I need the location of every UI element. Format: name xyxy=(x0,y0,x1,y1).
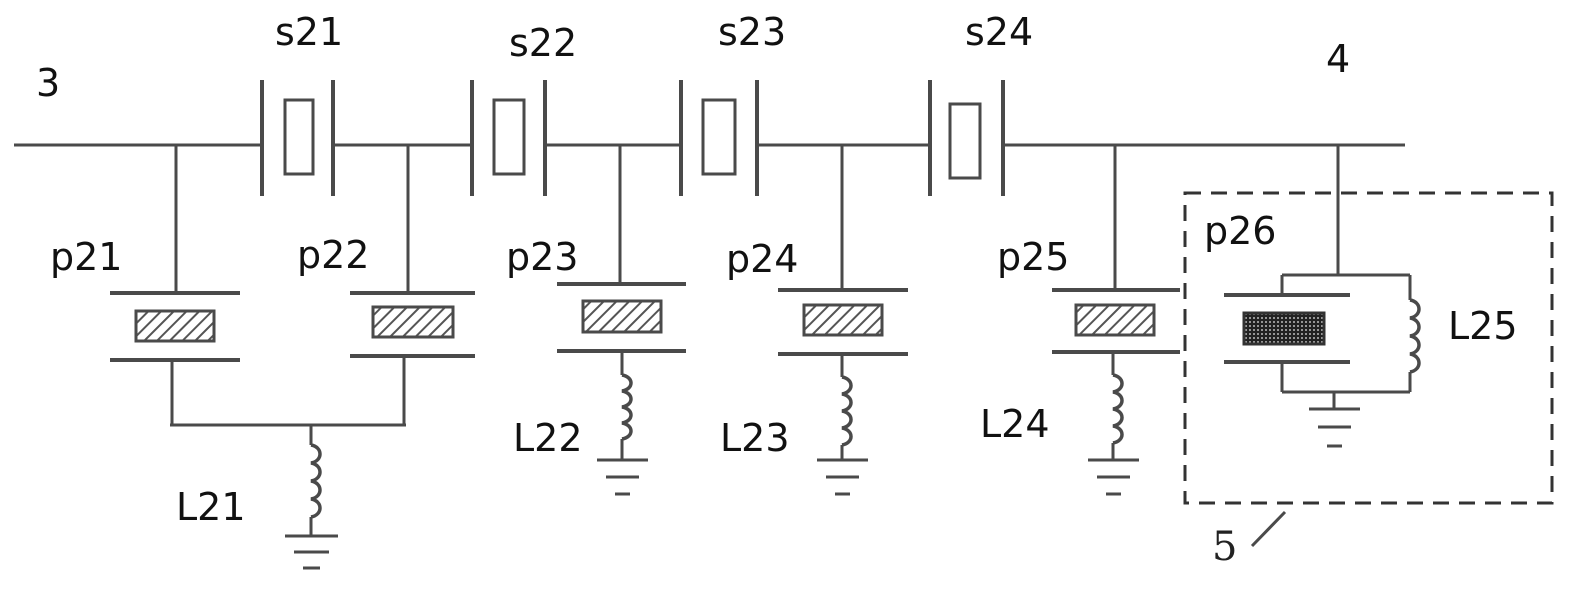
label-p24: p24 xyxy=(726,237,798,281)
shunt-resonator-p26 xyxy=(1224,145,1410,408)
label-s24: s24 xyxy=(965,10,1033,54)
shunt-resonator-p22 xyxy=(350,145,475,425)
shunt-resonator-p25 xyxy=(1052,145,1180,375)
ground-icon xyxy=(1309,407,1360,448)
shunt-resonator-p23 xyxy=(557,145,686,375)
ground-icon xyxy=(1088,458,1139,496)
label-p23: p23 xyxy=(506,235,578,279)
label-L21: L21 xyxy=(176,485,246,529)
label-s21: s21 xyxy=(275,10,343,54)
series-resonator-s21 xyxy=(260,80,335,196)
module-label-5: 5 xyxy=(1212,524,1237,570)
label-L23: L23 xyxy=(720,416,790,460)
series-resonator-s22 xyxy=(470,80,547,196)
series-resonator-s24 xyxy=(928,80,1005,196)
label-p26: p26 xyxy=(1204,209,1276,253)
label-L22: L22 xyxy=(513,416,583,460)
ground-icon xyxy=(817,458,868,496)
series-resonator-s23 xyxy=(679,80,759,196)
label-L24: L24 xyxy=(980,402,1050,446)
ground-icon xyxy=(285,534,338,570)
inductor-L24 xyxy=(1111,373,1124,459)
inductor-L22 xyxy=(620,373,633,459)
label-s23: s23 xyxy=(718,10,786,54)
label-p21: p21 xyxy=(50,235,122,279)
inductor-L25 xyxy=(1408,275,1421,392)
inductor-L21 xyxy=(309,443,322,535)
label-p25: p25 xyxy=(997,235,1069,279)
label-L25: L25 xyxy=(1448,304,1518,348)
port-label-4: 4 xyxy=(1326,37,1350,81)
shared-node-line xyxy=(170,423,406,445)
ground-icon xyxy=(597,458,648,496)
inductor-L23 xyxy=(840,375,853,459)
shunt-resonator-p21 xyxy=(110,145,240,425)
module-5-box xyxy=(1183,191,1554,505)
module-5-leader xyxy=(1250,510,1287,548)
label-s22: s22 xyxy=(509,21,577,65)
label-p22: p22 xyxy=(297,233,369,277)
port-label-3: 3 xyxy=(36,61,60,105)
shunt-resonator-p24 xyxy=(778,145,908,377)
